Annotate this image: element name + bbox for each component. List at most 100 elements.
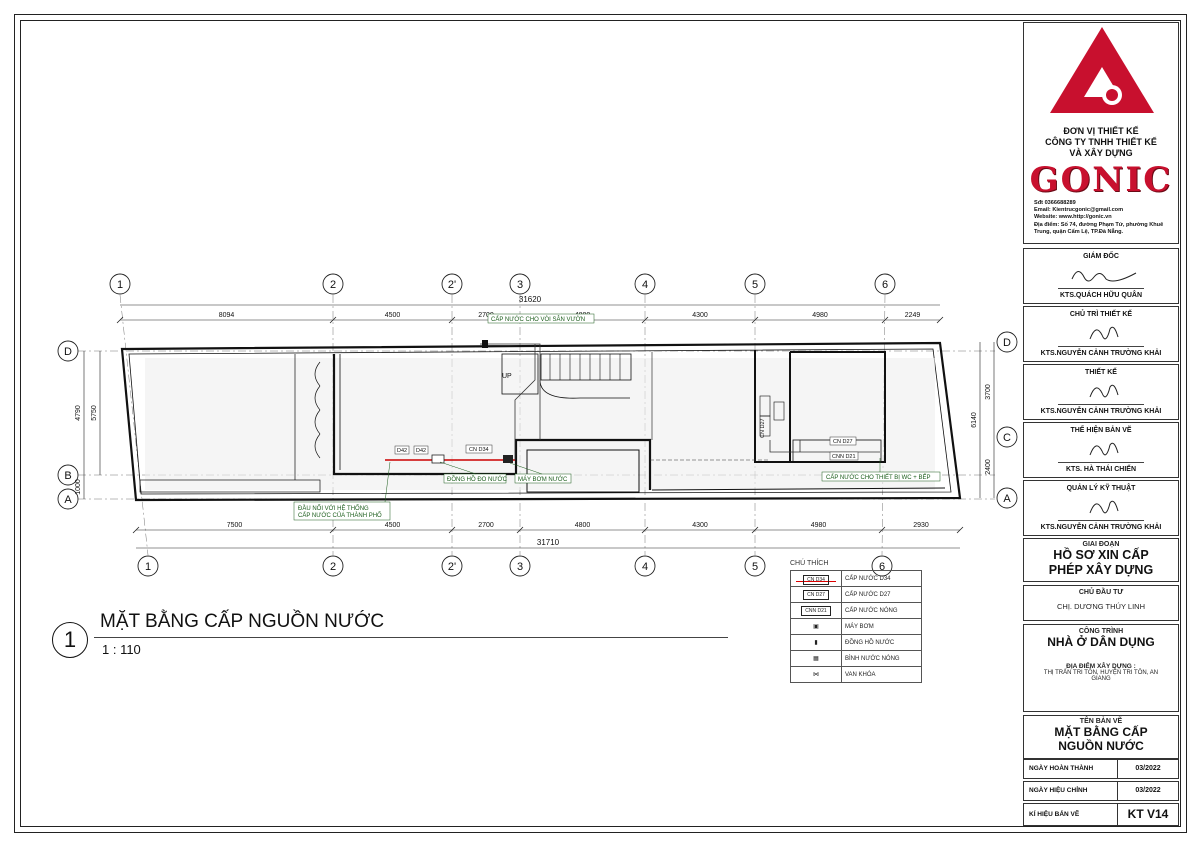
dimension-text: 4500 (385, 312, 401, 319)
legend-row: CN D34 CẤP NƯỚC D34 (790, 570, 922, 587)
front-step (139, 479, 321, 493)
legend-label: CẤP NƯỚC D27 (841, 586, 922, 603)
dimension-text: 4980 (811, 522, 827, 529)
fixture-2 (759, 415, 771, 437)
dimension-text: 4980 (812, 312, 828, 319)
grid-bubble-top-label: 6 (882, 279, 888, 291)
grid-bubble-top (874, 273, 896, 295)
dimension-text: 7500 (227, 522, 243, 529)
dimension-text: 2930 (913, 522, 929, 529)
riser-pipe (514, 344, 536, 460)
dimension-right-upper: 3700 (985, 384, 992, 400)
legend-symbol-cnn-d21: CNN D21 (790, 602, 842, 619)
signer-cell-chief-designer: CHỦ TRÌ THIẾT KẾ KTS.NGUYỄN CẢNH TRƯỜNG … (1023, 306, 1179, 362)
grid-bubble-bottom-label: 3 (517, 561, 523, 573)
dimension-text: 4500 (385, 522, 401, 529)
tag-box (413, 445, 429, 455)
dimension-left-bottom: 1000 (75, 479, 82, 495)
valve-icon: ⋈ (790, 666, 842, 683)
signature-line (1058, 404, 1144, 405)
callout-box (514, 473, 572, 484)
callout-box (821, 471, 941, 482)
dimension-layer: 8094450027004800430049802249316207500450… (75, 295, 995, 549)
meter-icon: ▮ (790, 634, 842, 651)
meter-icon (431, 454, 445, 464)
signer-cell-drafter: THỂ HIỆN BẢN VẼ KTS. HÀ THÁI CHIẾN (1023, 422, 1179, 478)
legend-label: CẤP NƯỚC NÓNG (841, 602, 922, 619)
grid-bubble-top (441, 273, 463, 295)
tag-box (394, 445, 410, 455)
signature-icon (1089, 442, 1119, 456)
site-label: ĐỊA ĐIỂM XÂY DỰNG : (1066, 663, 1136, 670)
grid-bubble-bottom-label: 4 (642, 561, 648, 573)
grid-bubble-left (57, 488, 79, 510)
dimension-tick (881, 316, 889, 324)
website: Website: www.http://gonic.vn (1034, 214, 1112, 221)
row-label: NGÀY HOÀN THÀNH (1024, 760, 1118, 778)
dimension-tick (956, 526, 964, 534)
red-pipe-line (796, 581, 836, 582)
title-block: ĐƠN VỊ THIẾT KẾ CÔNG TY TNHH THIẾT KẾ VÀ… (1023, 22, 1179, 826)
rear-corridor-b (651, 487, 946, 491)
dimension-tick (641, 316, 649, 324)
gonic-triangle-logo-icon (1050, 27, 1154, 113)
outer-wall (120, 341, 962, 502)
grid-bubble-top-label: 3 (517, 279, 523, 291)
dimension-tick (329, 316, 337, 324)
legend-label: VAN KHÓA (841, 666, 922, 683)
tag-box (829, 436, 857, 446)
stage-cell: GIAI ĐOẠN HỒ SƠ XIN CẤP PHÉP XÂY DỰNG (1023, 538, 1179, 582)
grid-bubble-top-label: 2 (330, 279, 336, 291)
signer-name: KTS.NGUYỄN CẢNH TRƯỜNG KHẢI (1040, 524, 1162, 531)
title-underline (94, 637, 728, 638)
valve-icon (482, 340, 488, 348)
stair-curve (539, 379, 630, 399)
row-label: NGÀY HIỆU CHỈNH (1024, 782, 1118, 800)
signature-line (1058, 520, 1144, 521)
leader-lines (384, 458, 881, 503)
dimension-total-text: 31620 (519, 295, 542, 304)
pipe-tag-cn-d27-vertical: CN D27 (760, 418, 766, 438)
signer-role: QUẢN LÝ KỸ THUẬT (1066, 485, 1136, 492)
grid-bubble-bottom-label: 2 (330, 561, 336, 573)
grid-bubble-right-label: D (1003, 337, 1011, 349)
legend-row: ▦ BÌNH NƯỚC NÓNG (790, 650, 922, 667)
pipe-tag-cn-d34: CN D34 (469, 447, 489, 453)
grid-bubble-left (57, 340, 79, 362)
grid-bubble-left-label: B (64, 470, 71, 482)
dimension-right-lower: 2400 (985, 459, 992, 475)
row-value: KT V14 (1127, 807, 1169, 821)
callout-city-connection: ĐẦU NỐI VỚI HỆ THỐNG CẤP NƯỚC CỦA THÀNH … (298, 504, 382, 519)
callout-pump: MÁY BƠM NƯỚC (518, 476, 568, 483)
dimension-tick (448, 316, 456, 324)
dimension-text: 4300 (692, 312, 708, 319)
grid-bubble-top-label: 1 (117, 279, 123, 291)
legend-row: ▣ MÁY BƠM (790, 618, 922, 635)
grid-bubble-left-label: D (64, 346, 72, 358)
dimension-tick (116, 316, 124, 324)
legend-symbol-cn-d27: CN D27 (790, 586, 842, 603)
legend-label: ĐỒNG HỒ NƯỚC (841, 634, 922, 651)
address: Địa điểm: Số 74, đường Phạm Tứ, phường K… (1034, 221, 1164, 235)
grid-bubble-left-label: A (64, 494, 72, 506)
pipe-tags: D42 D42 CN D34 CN D27 CNN D21 CN D27 (394, 418, 859, 461)
dimension-left-outer: 4790 (75, 405, 82, 421)
sheet-code-row: KÍ HIỆU BẢN VẼ KT V14 (1023, 803, 1179, 826)
grid-bubble-top (744, 273, 766, 295)
legend-table: CN D34 CẤP NƯỚC D34 CN D27 CẤP NƯỚC D27 … (790, 570, 922, 683)
project-value: NHÀ Ở DÂN DỤNG (1047, 635, 1155, 649)
pipe-tag-cnn-d21: CNN D21 (832, 454, 856, 460)
pipe-tag-d42-2: D42 (416, 448, 426, 454)
signer-role: CHỦ TRÌ THIẾT KẾ (1069, 311, 1133, 318)
dimension-right-full: 6140 (971, 412, 978, 428)
grid-bubble-bottom (322, 555, 344, 577)
signature-icon (1089, 384, 1119, 398)
grid-bubble-right (996, 331, 1018, 353)
contact-info: Sđt 0366688289 Email: Kientrucgonic@gmai… (1024, 200, 1178, 236)
up-label: UP (502, 373, 512, 380)
phone: Sđt 0366688289 (1034, 200, 1076, 206)
grid-bubble-top (109, 273, 131, 295)
